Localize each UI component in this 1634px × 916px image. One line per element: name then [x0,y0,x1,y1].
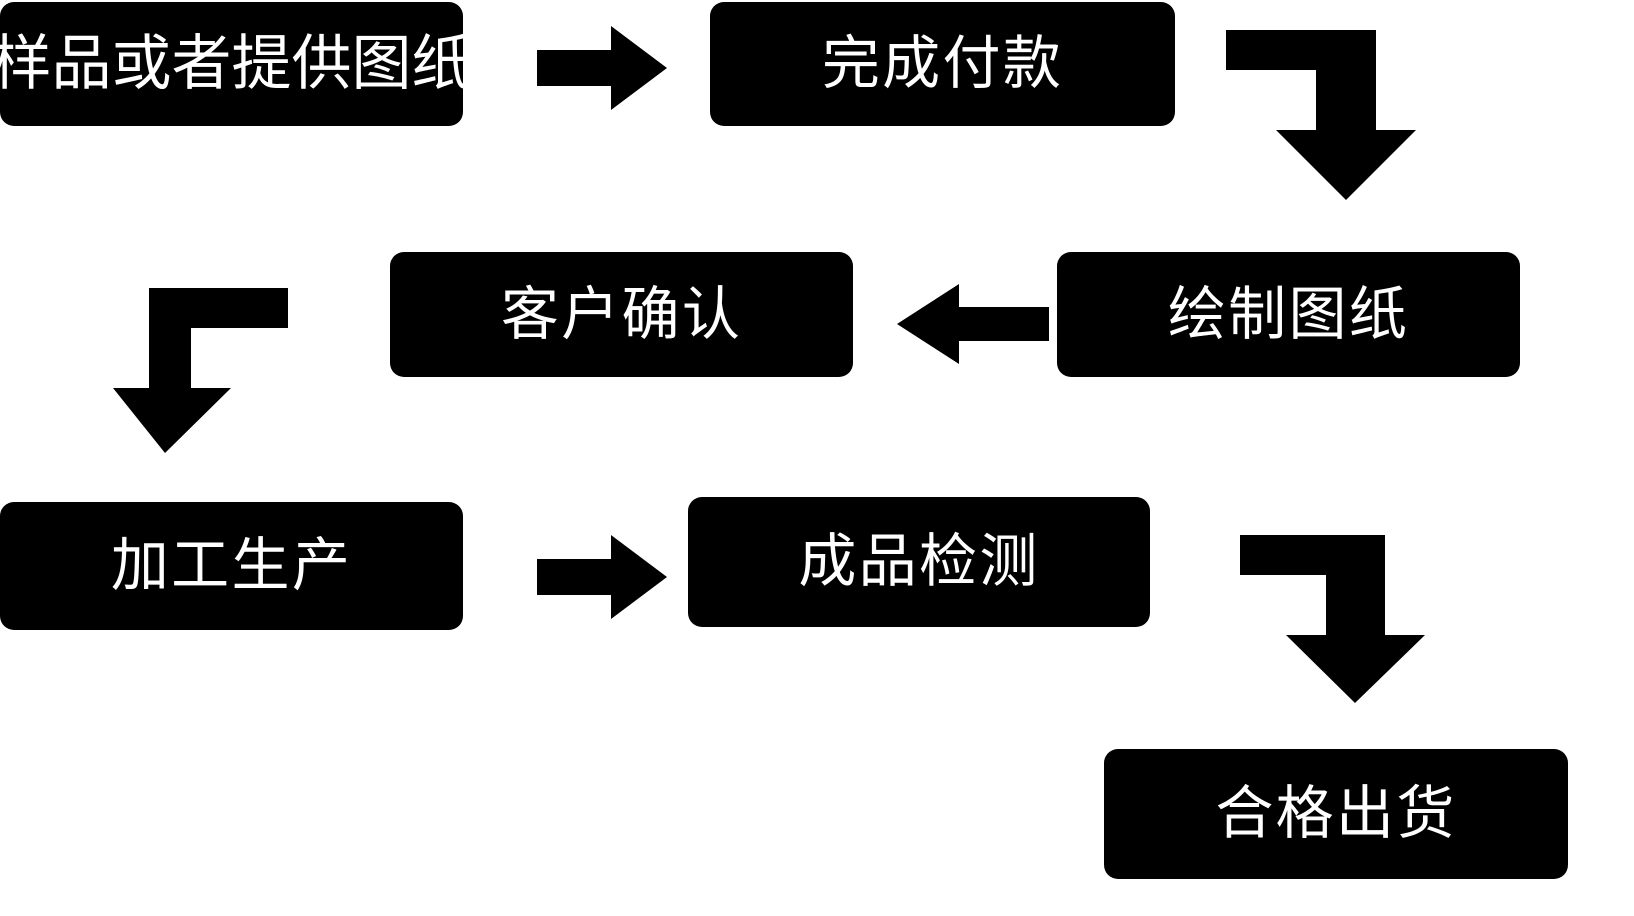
arrow-payment-to-drawing-icon [1226,30,1416,200]
arrow-confirm-to-produce-icon [113,288,288,453]
flow-node-drawing[interactable]: 绘制图纸 [1057,252,1520,377]
flow-node-produce-label: 加工生产 [110,533,353,598]
arrow-produce-to-inspect-icon [537,535,667,619]
flow-node-payment-label: 完成付款 [821,31,1064,96]
arrow-inspect-to-ship-icon [1240,535,1425,703]
flow-node-sample-label: 样品或者提供图纸 [0,30,472,97]
flow-node-sample[interactable]: 样品或者提供图纸 [0,2,472,126]
flow-node-produce[interactable]: 加工生产 [0,502,463,630]
flow-node-inspect[interactable]: 成品检测 [688,497,1150,627]
arrow-sample-to-payment-icon [537,26,667,110]
flow-node-confirm-label: 客户确认 [500,281,743,347]
flow-node-ship-label: 合格出货 [1215,781,1457,846]
flow-node-confirm[interactable]: 客户确认 [390,252,853,377]
arrow-drawing-to-confirm-icon [897,284,1049,364]
flow-node-payment[interactable]: 完成付款 [710,2,1175,126]
flow-node-drawing-label: 绘制图纸 [1167,281,1410,347]
flow-node-inspect-label: 成品检测 [798,529,1040,594]
flow-node-ship[interactable]: 合格出货 [1104,749,1568,879]
